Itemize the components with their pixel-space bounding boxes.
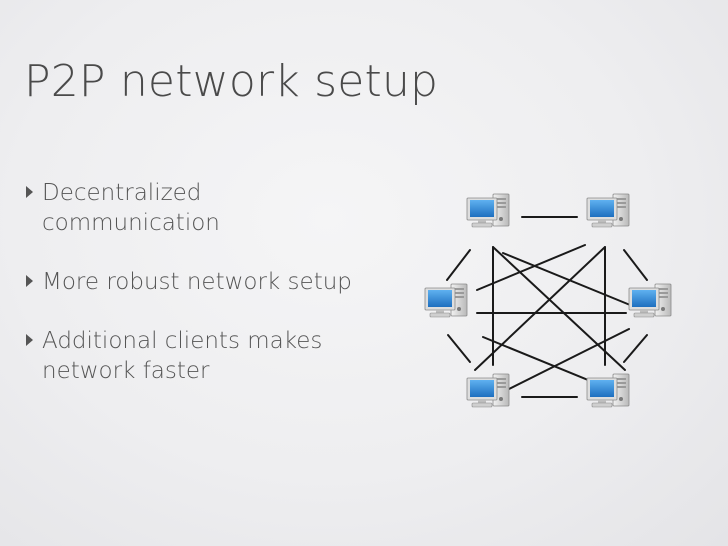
computer-icon xyxy=(466,193,510,228)
bullet-text: More robust network setup xyxy=(42,269,352,295)
computer-icon xyxy=(586,373,630,408)
bullet-text: Additional clients makes network faster xyxy=(42,328,323,384)
bullet-item: More robust network setup xyxy=(26,267,386,297)
bullet-item: Decentralized communication xyxy=(26,178,386,238)
bullet-list: Decentralized communication More robust … xyxy=(26,178,386,415)
bullet-item: Additional clients makes network faster xyxy=(26,326,386,386)
computer-icon xyxy=(424,283,468,318)
computer-icon xyxy=(586,193,630,228)
computer-icon xyxy=(466,373,510,408)
slide-title: P2P network setup xyxy=(24,56,439,107)
triangle-bullet-icon xyxy=(26,334,33,346)
network-links xyxy=(446,216,648,398)
computer-icon xyxy=(628,283,672,318)
triangle-bullet-icon xyxy=(26,275,33,287)
p2p-network-diagram xyxy=(424,193,672,408)
bullet-text: Decentralized communication xyxy=(42,180,220,236)
triangle-bullet-icon xyxy=(26,186,33,198)
